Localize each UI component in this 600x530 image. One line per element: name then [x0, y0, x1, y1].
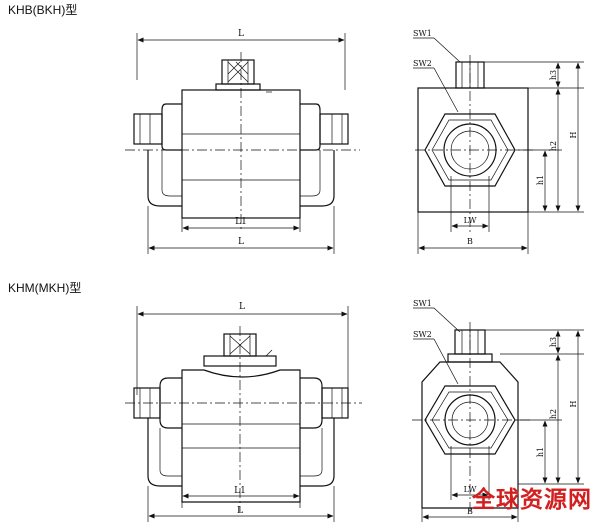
dim-label-H-khm: H — [569, 400, 578, 407]
side-view-khb: SW1 SW2 h3 h2 h1 H — [413, 29, 584, 254]
dim-label-LW-khm: LW — [464, 485, 478, 494]
dim-label-h2-khb: h2 — [549, 141, 558, 151]
dim-label-L-bottom-khm: L — [237, 506, 243, 516]
dim-label-h1-khm: h1 — [536, 447, 545, 457]
section-title-khb: KHB(BKH)型 — [8, 3, 77, 17]
dim-label-L1-khm: L1 — [234, 486, 246, 496]
dim-label-L1: L1 — [235, 217, 247, 227]
label-SW1-khm: SW1 — [413, 299, 432, 308]
label-SW1-khb: SW1 — [413, 29, 432, 38]
dim-label-L-top: L — [238, 29, 244, 39]
dim-label-h3-khm: h3 — [549, 337, 558, 347]
front-view-khb: L — [125, 29, 360, 254]
dim-label-h3-khb: h3 — [549, 70, 558, 80]
watermark-text: 全球资源网 — [471, 486, 592, 513]
dim-label-H-khb: H — [569, 131, 578, 138]
dim-label-LW-khb: LW — [464, 216, 478, 225]
side-view-khm: SW1 SW2 h3 h2 h1 H — [412, 299, 584, 522]
dim-label-B-khb: B — [467, 237, 473, 246]
dim-label-h1-khb: h1 — [536, 175, 545, 185]
dim-label-L-bottom: L — [238, 237, 244, 247]
dim-label-L-top-khm: L — [239, 302, 245, 312]
dim-label-B-khm: B — [467, 507, 473, 516]
label-SW2-khb: SW2 — [413, 59, 432, 68]
section-khm: KHM(MKH)型 L — [8, 281, 584, 522]
section-khb: KHB(BKH)型 L — [8, 3, 584, 254]
label-SW2-khm: SW2 — [413, 330, 432, 339]
front-view-khm: L — [125, 302, 362, 522]
dim-label-h2-khm: h2 — [549, 409, 558, 419]
section-title-khm: KHM(MKH)型 — [8, 281, 81, 295]
